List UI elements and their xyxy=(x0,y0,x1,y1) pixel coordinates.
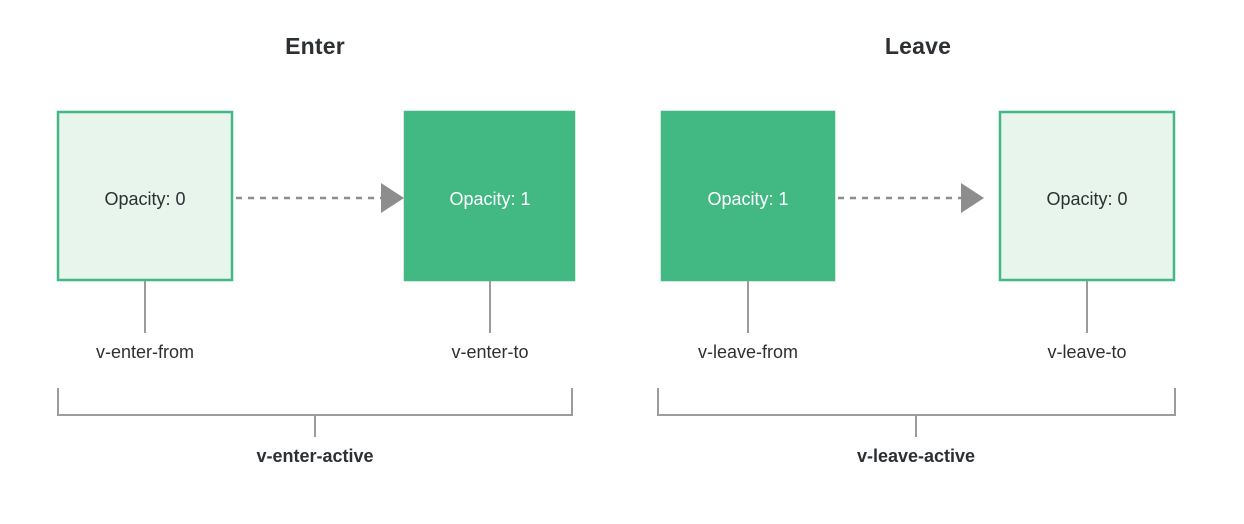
enter-active-label: v-enter-active xyxy=(256,446,373,466)
enter-to-box-label: Opacity: 1 xyxy=(449,189,530,209)
enter-from-box-rect xyxy=(56,110,234,282)
leave-to-class-label: v-leave-to xyxy=(1047,342,1126,362)
enter-arrow-icon xyxy=(236,183,404,213)
leave-to-box-rect xyxy=(998,110,1176,282)
enter-to-box: Opacity: 1 xyxy=(403,110,576,282)
leave-arrow-head xyxy=(961,183,984,213)
leave-group: Leave Opacity: 1 Opacity: 0 v-leave-from xyxy=(657,33,1176,466)
leave-from-class-label: v-leave-from xyxy=(698,342,798,362)
enter-to-box-rect xyxy=(403,110,576,282)
enter-title: Enter xyxy=(285,33,345,59)
leave-active-bracket xyxy=(657,388,1176,416)
enter-group: Enter Opacity: 0 Opacity: 1 v-enter-from xyxy=(56,33,576,466)
leave-title: Leave xyxy=(885,33,951,59)
leave-active-label: v-leave-active xyxy=(857,446,975,466)
enter-to-class-label: v-enter-to xyxy=(451,342,528,362)
enter-from-class-label: v-enter-from xyxy=(96,342,194,362)
leave-to-box: Opacity: 0 xyxy=(998,110,1176,282)
enter-from-box-label: Opacity: 0 xyxy=(104,189,185,209)
leave-from-box-rect xyxy=(660,110,836,282)
leave-from-box: Opacity: 1 xyxy=(660,110,836,282)
enter-from-box: Opacity: 0 xyxy=(56,110,234,282)
leave-to-box-label: Opacity: 0 xyxy=(1046,189,1127,209)
enter-active-bracket xyxy=(57,388,573,416)
leave-arrow-icon xyxy=(838,183,984,213)
leave-from-box-label: Opacity: 1 xyxy=(707,189,788,209)
enter-arrow-head xyxy=(381,183,404,213)
